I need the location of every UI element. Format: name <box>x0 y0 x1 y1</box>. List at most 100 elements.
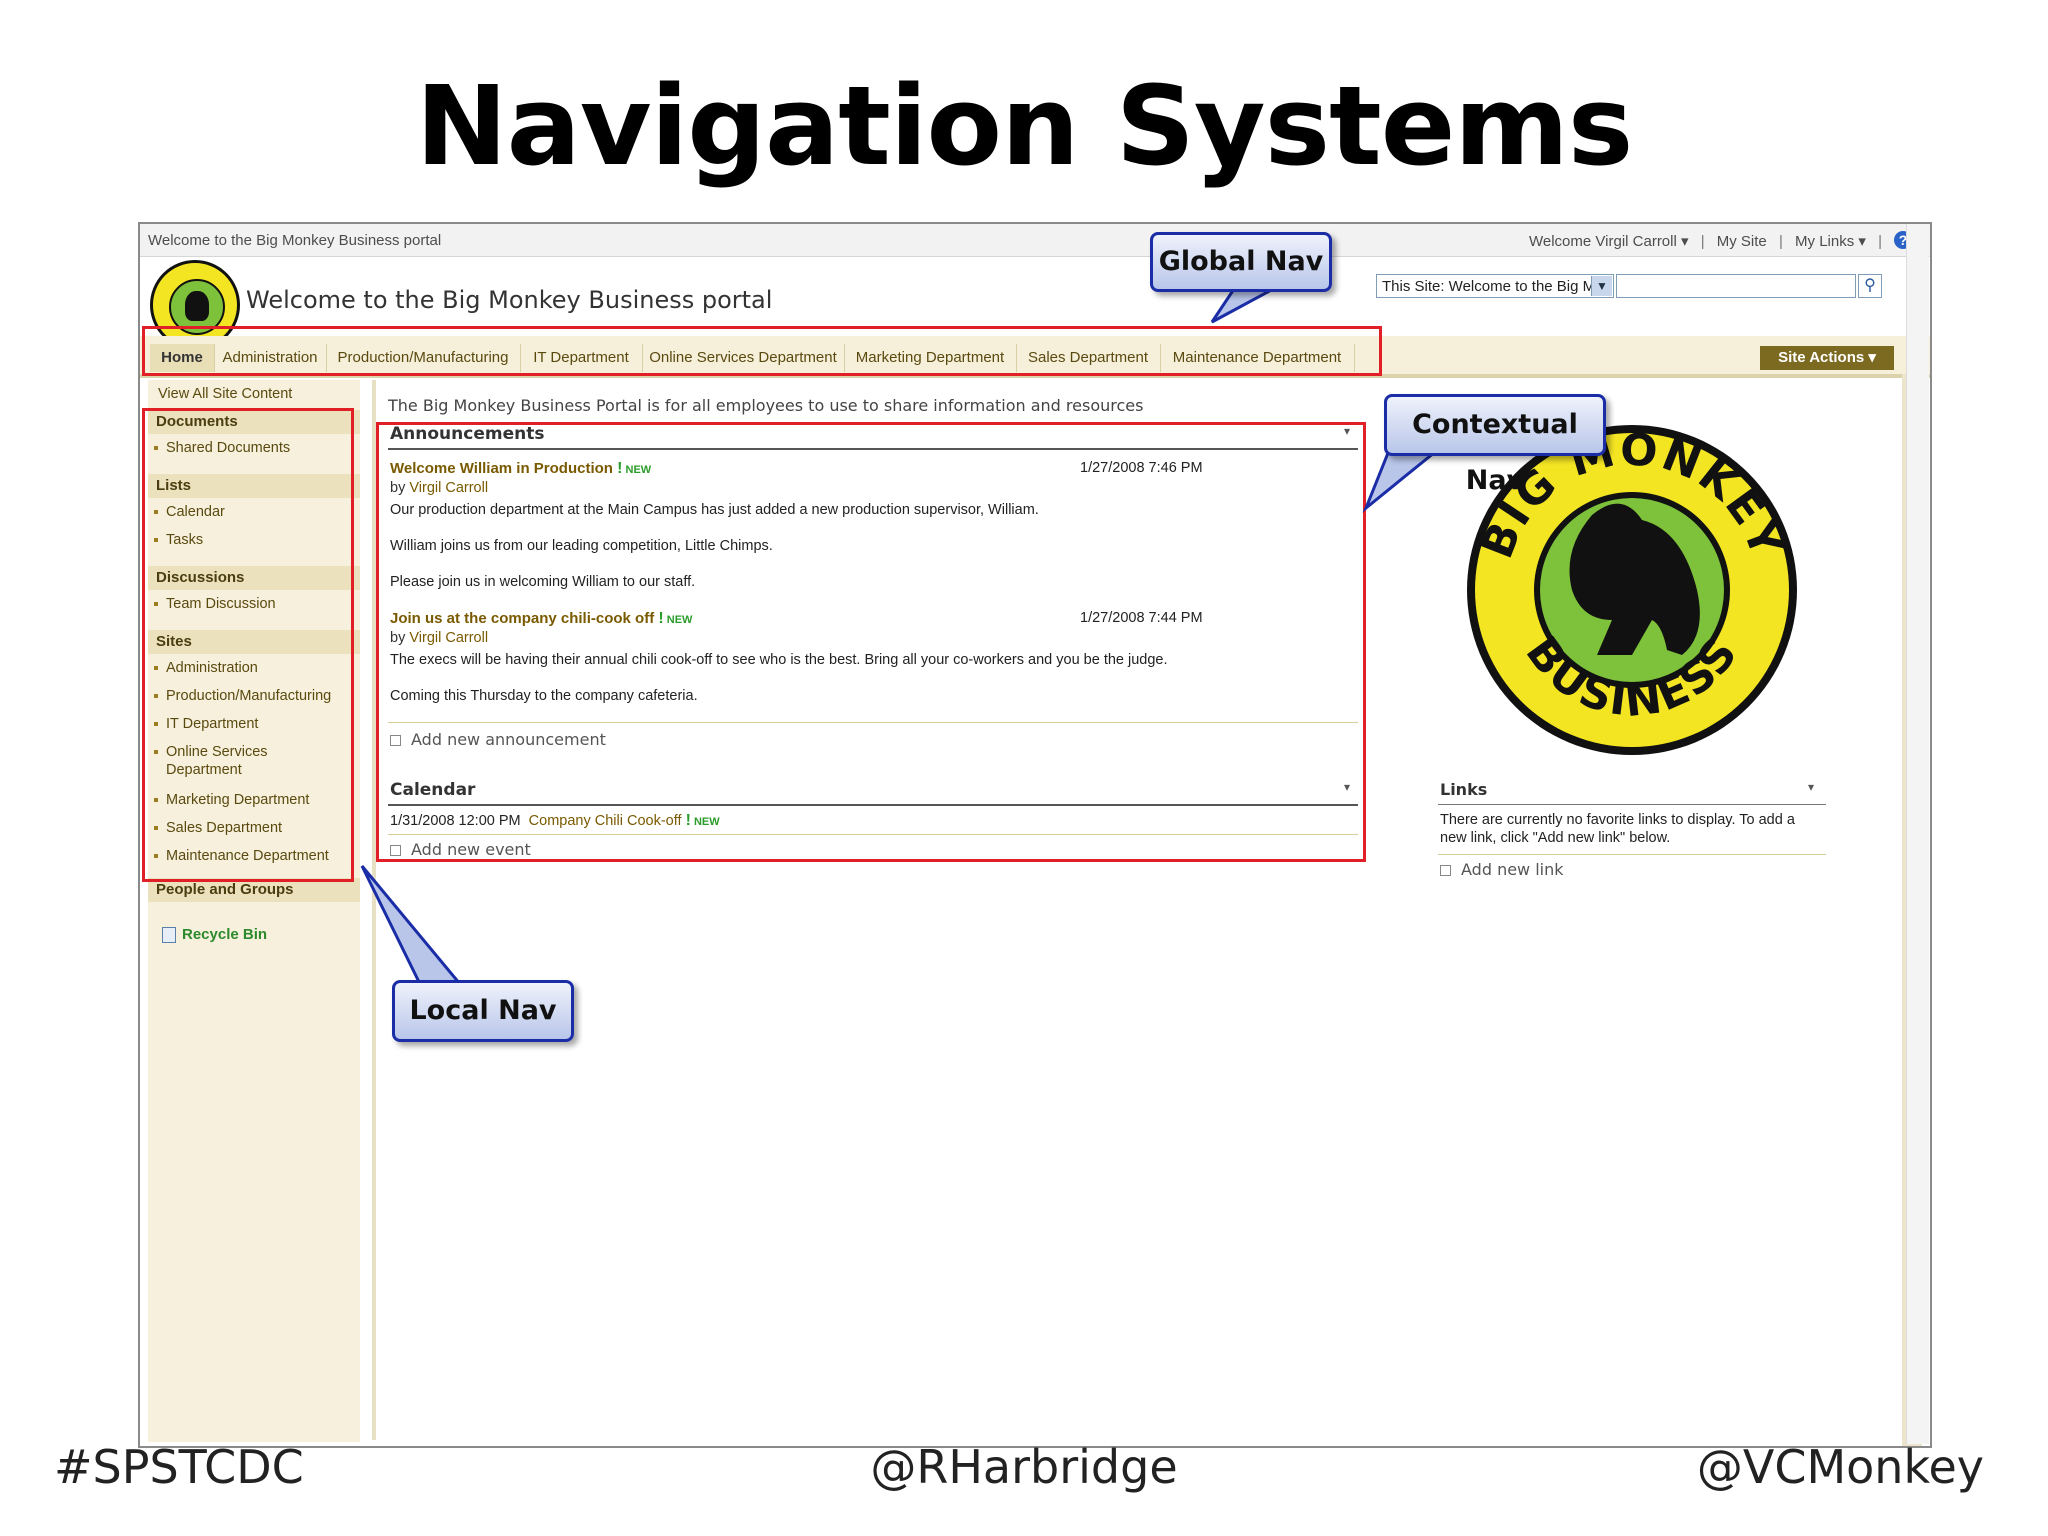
chevron-down-icon[interactable]: ▾ <box>1808 780 1815 794</box>
search-input[interactable] <box>1616 274 1856 298</box>
tab-it-department[interactable]: IT Department <box>520 344 643 372</box>
announcement-body-1c: Please join us in welcoming William to o… <box>390 574 696 590</box>
gorilla-icon <box>1569 503 1700 655</box>
local-nav-pointer <box>360 865 464 986</box>
tab-home[interactable]: Home <box>150 344 215 372</box>
local-nav-callout: Local Nav <box>392 980 574 1042</box>
my-links-menu[interactable]: My Links ▾ <box>1795 233 1866 250</box>
webpart-rule <box>1438 804 1826 805</box>
sharepoint-screenshot: Welcome to the Big Monkey Business porta… <box>138 222 1932 1448</box>
nav-site-maintenance[interactable]: Maintenance Department <box>154 848 329 864</box>
local-nav-highlight <box>142 408 354 882</box>
global-nav-bar <box>140 336 1930 378</box>
announcement-date-1: 1/27/2008 7:46 PM <box>1080 460 1203 476</box>
calendar-event[interactable]: 1/31/2008 12:00 PM Company Chili Cook-of… <box>390 812 720 829</box>
chevron-down-icon[interactable]: ▾ <box>1344 780 1351 794</box>
announcement-author-1: by Virgil Carroll <box>390 480 489 496</box>
webpart-rule <box>388 448 1358 450</box>
nav-tasks[interactable]: Tasks <box>154 532 203 548</box>
my-site-link[interactable]: My Site <box>1716 233 1767 250</box>
contextual-nav-callout: Contextual Nav <box>1384 394 1606 496</box>
footer-right-handle: @VCMonkey <box>1696 1440 1984 1494</box>
nav-site-it[interactable]: IT Department <box>154 716 258 732</box>
tab-sales[interactable]: Sales Department <box>1016 344 1161 372</box>
author-link[interactable]: Virgil Carroll <box>409 480 489 496</box>
topbar-user-links: Welcome Virgil Carroll ▾ | My Site | My … <box>1521 232 1882 250</box>
separator: | <box>1778 233 1783 250</box>
topbar-welcome-text: Welcome to the Big Monkey Business porta… <box>148 232 442 249</box>
tab-marketing[interactable]: Marketing Department <box>844 344 1017 372</box>
announcement-title-2[interactable]: Join us at the company chili-cook off ! … <box>390 610 693 627</box>
contextual-nav-pointer <box>1362 446 1445 513</box>
user-menu[interactable]: Welcome Virgil Carroll ▾ <box>1529 233 1689 250</box>
search-scope-select[interactable]: This Site: Welcome to the Big M ▼ <box>1376 274 1614 298</box>
site-logo[interactable] <box>150 260 240 350</box>
calendar-title[interactable]: Calendar <box>390 780 476 800</box>
search-scope-value: This Site: Welcome to the Big M <box>1382 278 1596 295</box>
announcement-author-2: by Virgil Carroll <box>390 630 489 646</box>
nav-team-discussion[interactable]: Team Discussion <box>154 596 276 612</box>
footer-hashtag: #SPSTCDC <box>54 1440 304 1494</box>
tab-maintenance[interactable]: Maintenance Department <box>1160 344 1355 372</box>
add-icon <box>390 735 401 746</box>
contextual-nav-highlight <box>376 422 1366 862</box>
tab-production[interactable]: Production/Manufacturing <box>326 344 521 372</box>
divider <box>388 834 1358 835</box>
divider <box>388 722 1358 723</box>
nav-site-online-services-line2[interactable]: Department <box>166 762 242 778</box>
nav-site-marketing[interactable]: Marketing Department <box>154 792 309 808</box>
section-people-groups[interactable]: People and Groups <box>148 878 360 902</box>
announcement-date-2: 1/27/2008 7:44 PM <box>1080 610 1203 626</box>
add-link-link[interactable]: Add new link <box>1440 860 1564 879</box>
announcements-title[interactable]: Announcements <box>390 424 545 444</box>
nav-site-administration[interactable]: Administration <box>154 660 258 676</box>
nav-shared-documents[interactable]: Shared Documents <box>154 440 290 456</box>
section-documents[interactable]: Documents <box>148 410 360 434</box>
scrollbar[interactable] <box>1906 224 1929 1444</box>
footer-center-handle: @RHarbridge <box>870 1440 1178 1494</box>
add-event-link[interactable]: Add new event <box>390 840 531 859</box>
links-empty-line-2: new link, click "Add new link" below. <box>1440 830 1671 846</box>
tab-online-services[interactable]: Online Services Department <box>642 344 845 372</box>
announcement-body-2b: Coming this Thursday to the company cafe… <box>390 688 698 704</box>
top-bar: Welcome to the Big Monkey Business porta… <box>140 224 1930 257</box>
quick-launch <box>148 380 360 1442</box>
slide-title: Navigation Systems <box>415 62 1634 190</box>
nav-site-sales[interactable]: Sales Department <box>154 820 282 836</box>
section-sites[interactable]: Sites <box>148 630 360 654</box>
gorilla-icon <box>185 291 209 321</box>
view-all-site-content-link[interactable]: View All Site Content <box>158 386 293 402</box>
chevron-down-icon[interactable]: ▾ <box>1344 424 1351 438</box>
global-nav-callout: Global Nav <box>1150 232 1332 292</box>
nav-site-online-services[interactable]: Online Services <box>154 744 268 760</box>
author-link[interactable]: Virgil Carroll <box>409 630 489 646</box>
separator: | <box>1700 233 1705 250</box>
links-empty-line-1: There are currently no favorite links to… <box>1440 812 1795 828</box>
add-icon <box>390 845 401 856</box>
recycle-bin-icon <box>162 927 176 944</box>
announcement-title-1[interactable]: Welcome William in Production ! NEW <box>390 460 652 477</box>
announcement-body-1a: Our production department at the Main Ca… <box>390 502 1039 518</box>
announcement-body-2a: The execs will be having their annual ch… <box>390 652 1168 668</box>
divider <box>1438 854 1826 855</box>
separator: | <box>1878 233 1882 250</box>
site-description: The Big Monkey Business Portal is for al… <box>388 396 1144 415</box>
section-discussions[interactable]: Discussions <box>148 566 360 590</box>
webpart-rule <box>388 804 1358 806</box>
search-icon[interactable]: ⚲ <box>1858 274 1882 298</box>
global-nav-highlight <box>142 326 1382 376</box>
nav-calendar[interactable]: Calendar <box>154 504 225 520</box>
section-lists[interactable]: Lists <box>148 474 360 498</box>
add-icon <box>1440 865 1451 876</box>
recycle-bin-link[interactable]: Recycle Bin <box>162 926 267 944</box>
logo-inner <box>169 279 225 335</box>
tab-administration[interactable]: Administration <box>214 344 327 372</box>
add-announcement-link[interactable]: Add new announcement <box>390 730 606 749</box>
nav-site-production[interactable]: Production/Manufacturing <box>154 688 331 704</box>
announcement-body-1b: William joins us from our leading compet… <box>390 538 773 554</box>
links-title[interactable]: Links <box>1440 780 1488 799</box>
site-title[interactable]: Welcome to the Big Monkey Business porta… <box>246 286 773 314</box>
site-actions-menu[interactable]: Site Actions ▾ <box>1760 346 1894 370</box>
chevron-down-icon[interactable]: ▼ <box>1591 276 1612 296</box>
